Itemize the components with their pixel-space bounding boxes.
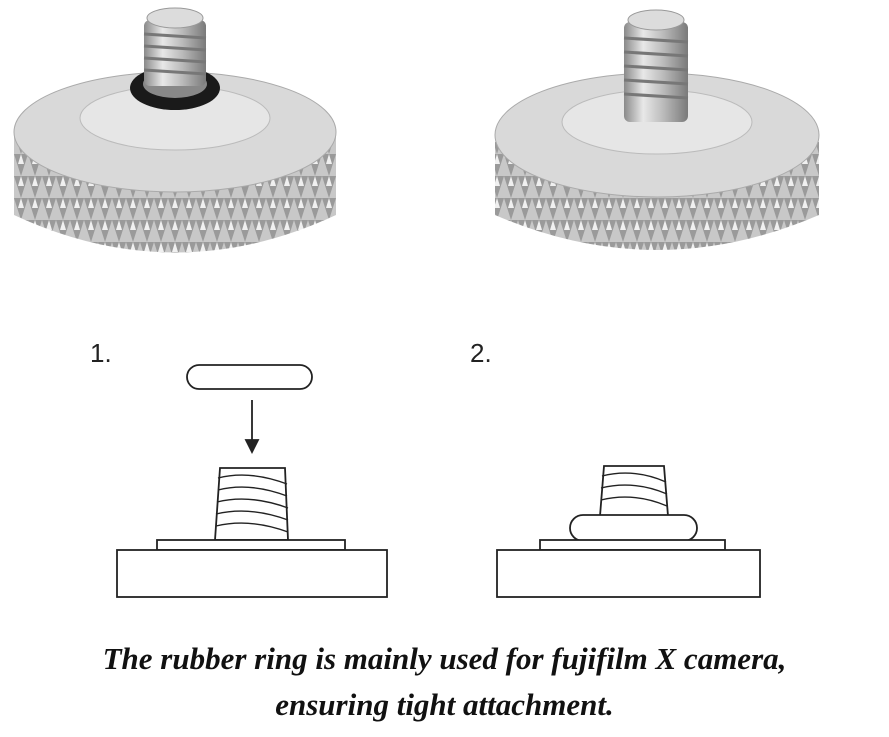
step-1-label: 1.: [90, 338, 112, 368]
rubber-ring: [186, 364, 313, 390]
base-block: [116, 549, 388, 598]
shutter-button-without-ring: [494, 9, 820, 250]
base-plate: [156, 539, 346, 551]
rubber-ring: [569, 514, 698, 542]
base-block: [496, 549, 761, 598]
arrow-head: [244, 439, 260, 455]
step-2-label: 2.: [470, 338, 492, 368]
diagram-step-1: [116, 364, 388, 598]
base-plate: [539, 539, 726, 551]
shutter-button-with-ring: [13, 7, 337, 253]
caption-line-1: The rubber ring is mainly used for fujif…: [102, 641, 787, 676]
diagram-step-2: [496, 465, 761, 598]
caption-line-2: ensuring tight attachment.: [275, 687, 614, 722]
